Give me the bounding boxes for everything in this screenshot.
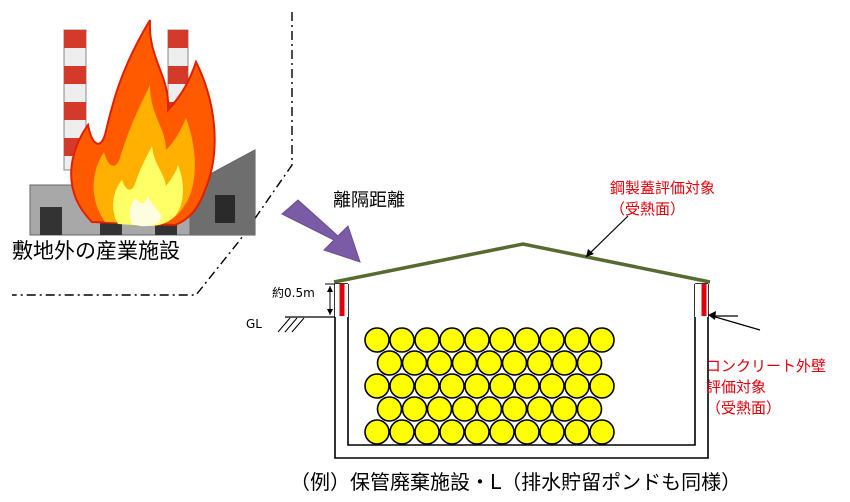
waste-drum xyxy=(401,396,428,422)
steel-lid-leader xyxy=(585,215,629,258)
waste-drum xyxy=(376,350,403,376)
heat-direction-arrow-icon xyxy=(281,199,361,263)
waste-drum xyxy=(451,396,478,422)
waste-drum xyxy=(564,373,590,399)
waste-drum xyxy=(476,396,503,422)
storage-facility xyxy=(333,242,711,459)
waste-drum xyxy=(589,419,615,445)
depth-dimension xyxy=(285,283,335,318)
facility-label: 敷地外の産業施設 xyxy=(12,239,180,263)
waste-drum xyxy=(364,373,390,399)
waste-drum xyxy=(464,327,490,353)
steel-lid-label-line1: 鋼製蓋評価対象 xyxy=(610,179,716,197)
waste-drum xyxy=(551,350,578,376)
waste-drum xyxy=(539,373,565,399)
factory-fire-icon xyxy=(29,19,256,236)
waste-drum xyxy=(489,419,515,445)
waste-drum xyxy=(401,350,428,376)
waste-drum xyxy=(576,396,603,422)
steel-lid-label-line2: （受熱面） xyxy=(610,200,686,218)
concrete-wall-label-line1: コンクリート外壁 xyxy=(706,357,827,375)
concrete-wall-label-line2: 評価対象 xyxy=(706,378,767,396)
waste-drum xyxy=(414,327,440,353)
waste-drum xyxy=(589,373,615,399)
waste-drum xyxy=(364,419,390,445)
steel-lid-roof xyxy=(333,242,711,284)
ground-level-label: GL xyxy=(246,317,262,331)
waste-drum xyxy=(589,327,615,353)
waste-drum xyxy=(539,327,565,353)
waste-drum xyxy=(514,327,540,353)
waste-drum xyxy=(364,327,390,353)
waste-drum xyxy=(414,419,440,445)
waste-drum xyxy=(451,350,478,376)
waste-drum xyxy=(514,419,540,445)
waste-drum xyxy=(464,419,490,445)
waste-drum xyxy=(389,327,415,353)
waste-drum xyxy=(414,373,440,399)
waste-drum xyxy=(514,373,540,399)
flame-inner xyxy=(113,146,184,226)
waste-drum xyxy=(501,350,528,376)
waste-drum xyxy=(489,373,515,399)
ground-hatch xyxy=(277,317,305,333)
waste-drum xyxy=(526,350,553,376)
waste-drum xyxy=(426,350,453,376)
flame-core xyxy=(129,196,162,227)
waste-drum xyxy=(564,419,590,445)
waste-drum xyxy=(526,396,553,422)
waste-drums xyxy=(364,327,615,445)
outer-wall xyxy=(334,284,709,459)
waste-drum xyxy=(439,419,465,445)
separation-distance-label: 離隔距離 xyxy=(333,190,405,211)
waste-drum xyxy=(464,373,490,399)
waste-drum xyxy=(539,419,565,445)
waste-drum xyxy=(376,396,403,422)
waste-drum xyxy=(389,419,415,445)
depth-label: 約0.5m xyxy=(272,286,315,300)
steel-lid-label: 鋼製蓋評価対象 （受熱面） xyxy=(610,178,715,220)
wall-leader xyxy=(711,315,761,331)
waste-drum xyxy=(576,350,603,376)
diagram-caption: （例）保管廃棄施設・L（排水貯留ポンドも同様） xyxy=(290,470,742,494)
site-boundary-line xyxy=(12,12,293,296)
waste-drum xyxy=(439,373,465,399)
concrete-wall-label-line3: （受熱面） xyxy=(706,399,782,417)
waste-drum xyxy=(476,350,503,376)
waste-drum xyxy=(389,373,415,399)
inner-wall xyxy=(347,284,696,446)
waste-drum xyxy=(564,327,590,353)
waste-drum xyxy=(551,396,578,422)
waste-drum xyxy=(489,327,515,353)
waste-drum xyxy=(501,396,528,422)
waste-drum xyxy=(439,327,465,353)
concrete-wall-label: コンクリート外壁 評価対象 （受熱面） xyxy=(706,356,826,419)
waste-drum xyxy=(426,396,453,422)
